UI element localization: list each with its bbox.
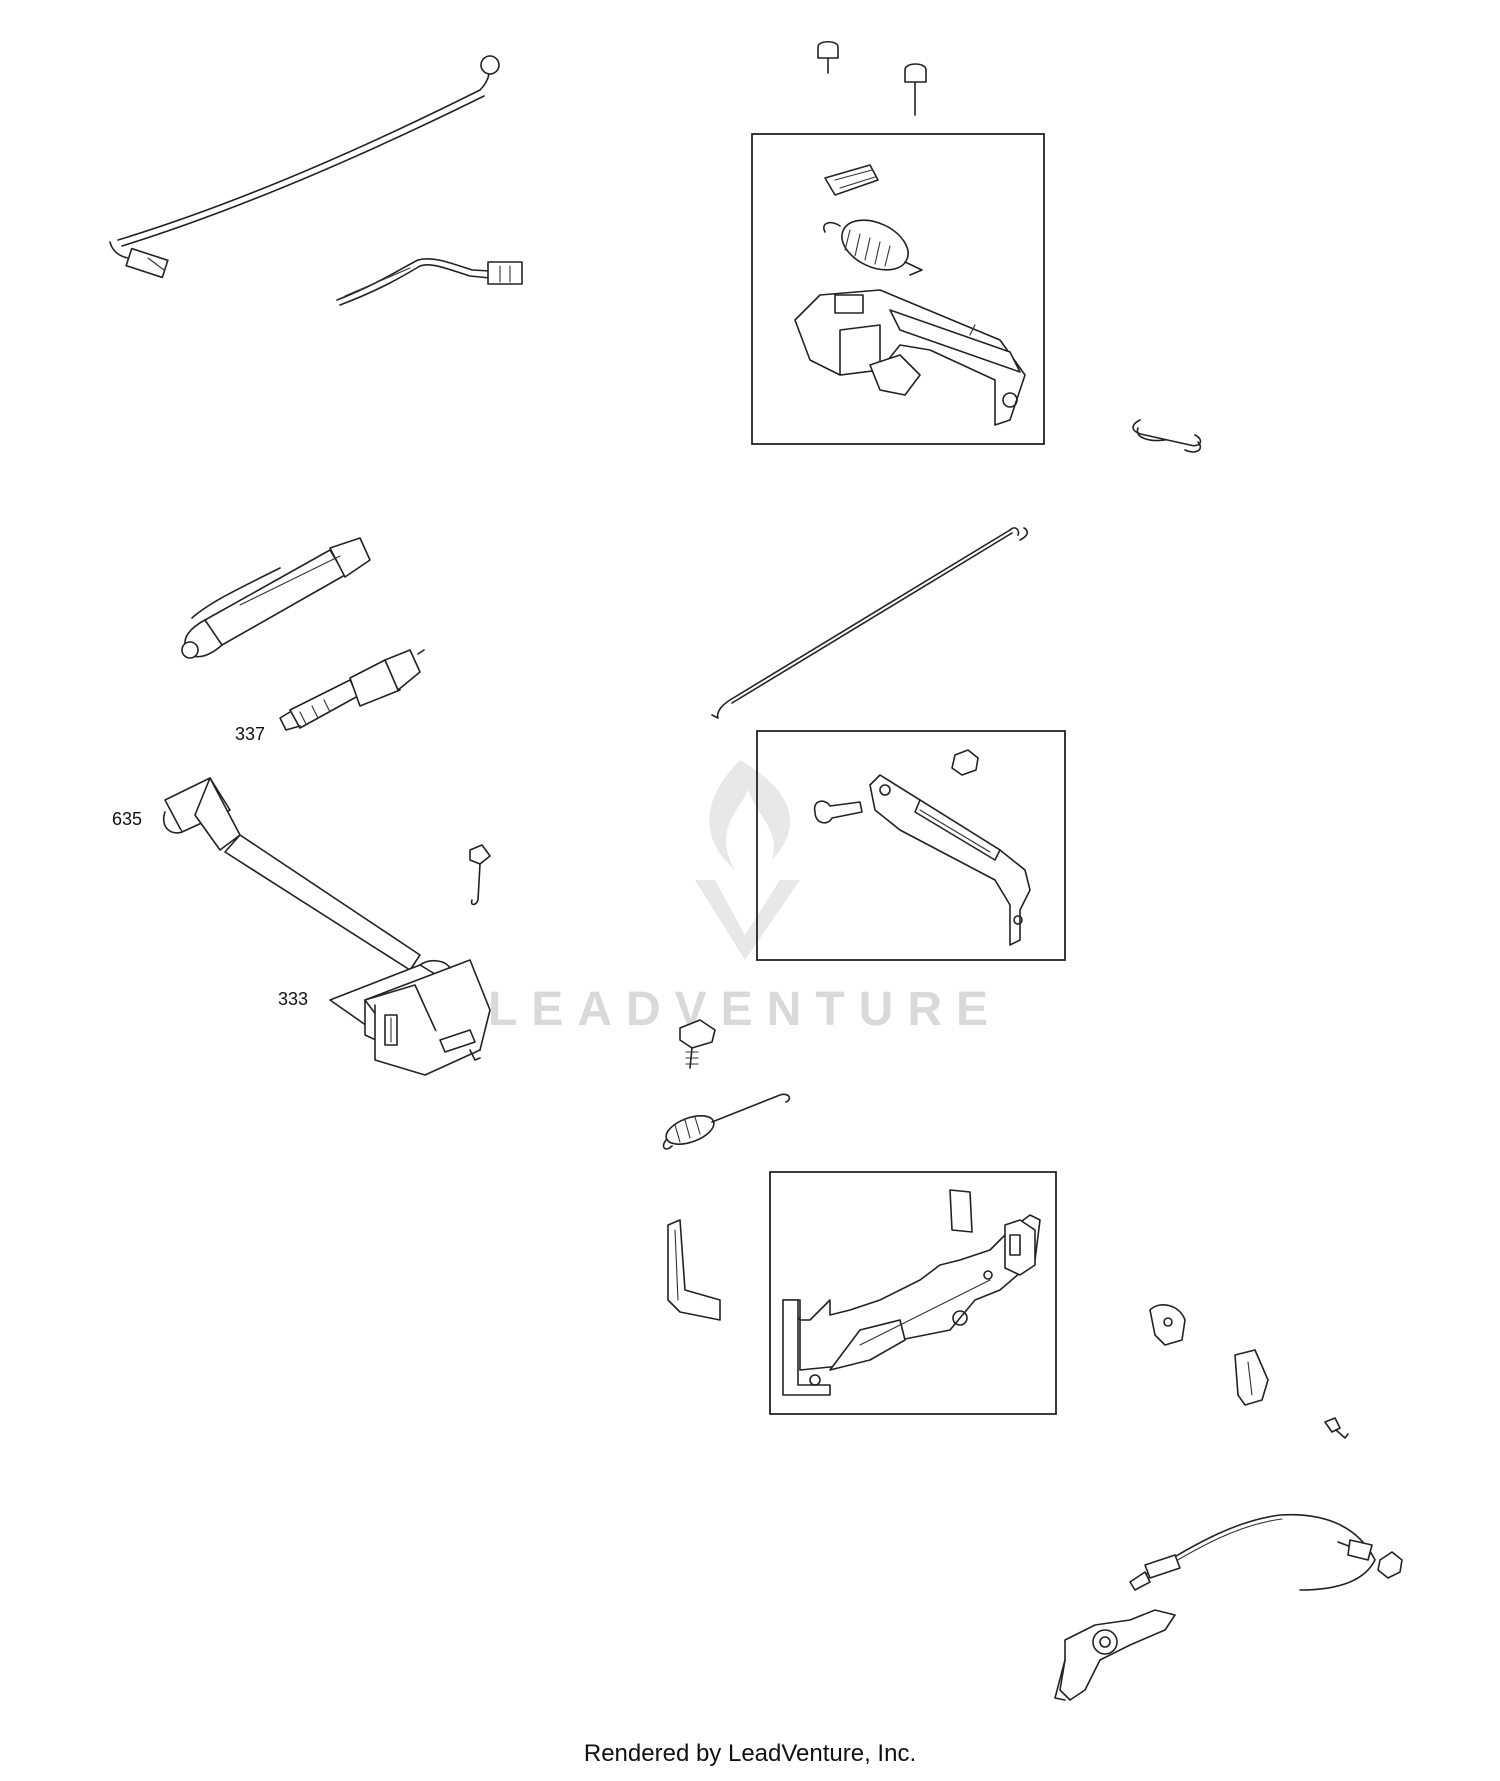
leadventure-watermark: LEADVENTURE (488, 760, 1002, 1036)
assembly-frame-governor (751, 133, 1045, 445)
throttle-nut (951, 749, 979, 776)
control-lever (1054, 1609, 1176, 1701)
callout-635: 635 (112, 809, 142, 829)
ignition-coil (329, 959, 491, 1076)
governor-lever-assembly (794, 289, 1026, 426)
chevron-logo-icon (695, 880, 800, 960)
ignition-lead (163, 777, 421, 971)
throttle-pin (813, 800, 863, 824)
assembly-frame-throttle (756, 730, 1066, 961)
choke-cam (1149, 1304, 1186, 1346)
governor-spring-clip (824, 164, 879, 196)
control-plate-assembly (782, 1189, 1041, 1396)
governor-rod (711, 527, 1029, 719)
flame-logo-icon (709, 760, 791, 870)
spark-plug-boot (181, 537, 371, 659)
throttle-cable (1129, 1513, 1403, 1591)
hex-bolt (679, 1019, 716, 1069)
ground-wire (109, 55, 500, 279)
wire-harness (336, 257, 523, 306)
assembly-frame-control (769, 1171, 1057, 1415)
throttle-lever (869, 774, 1031, 946)
extension-spring (662, 1093, 791, 1150)
control-bracket (667, 1219, 721, 1321)
top-bolts (817, 40, 927, 116)
callout-337: 337 (235, 724, 265, 744)
callout-333: 333 (278, 989, 308, 1009)
choke-bracket (1234, 1349, 1269, 1406)
watermark-text: LEADVENTURE (488, 983, 1002, 1036)
coil-screw (469, 844, 491, 906)
render-credit: Rendered by LeadVenture, Inc. (583, 1740, 917, 1767)
spark-plug (279, 649, 425, 731)
small-screw-right (1324, 1417, 1349, 1439)
governor-spring (823, 219, 923, 276)
spring-link (1132, 419, 1202, 453)
